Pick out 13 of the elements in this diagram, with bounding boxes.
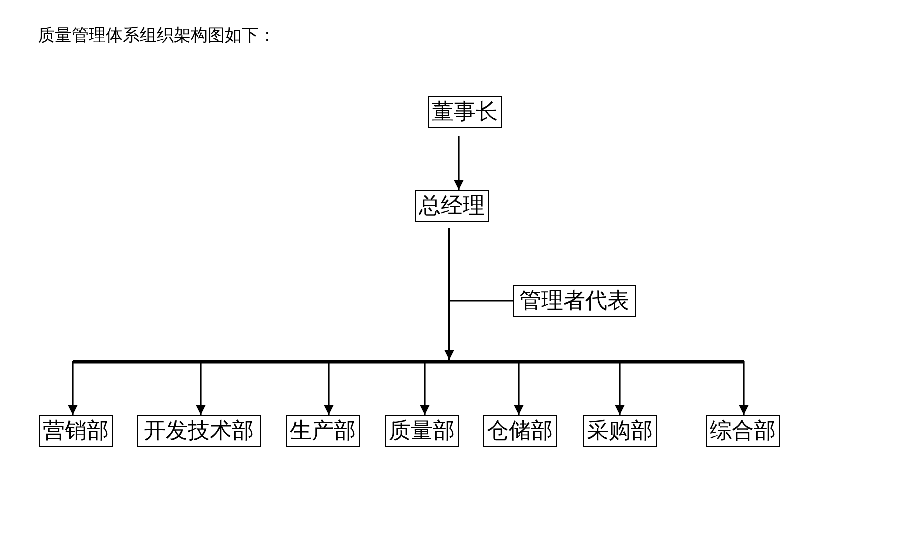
- org-box: 总经理: [415, 190, 489, 222]
- org-box: 营销部: [39, 415, 113, 447]
- org-box: 董事长: [428, 96, 502, 128]
- org-box: 质量部: [385, 415, 459, 447]
- org-box: 开发技术部: [137, 415, 261, 447]
- org-box: 仓储部: [483, 415, 557, 447]
- org-box: 采购部: [583, 415, 657, 447]
- org-box: 综合部: [706, 415, 780, 447]
- bus-line: [73, 360, 744, 364]
- org-box: 生产部: [286, 415, 360, 447]
- org-box: 管理者代表: [513, 285, 636, 317]
- arrow: [454, 136, 464, 190]
- heading: 质量管理体系组织架构图如下：: [38, 25, 276, 47]
